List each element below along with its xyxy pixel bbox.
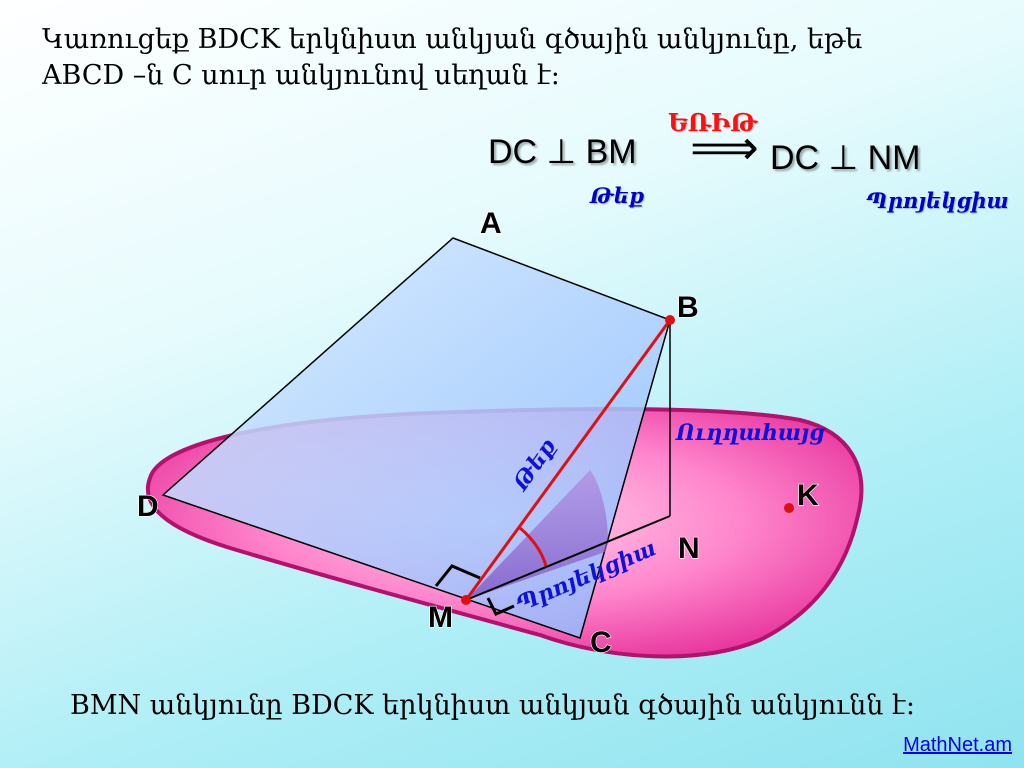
problem-line-2: ABCD –ն C սուր անկյունով սեղան է: xyxy=(42,60,560,91)
dihedral-wedge xyxy=(466,470,608,600)
label-k: K xyxy=(797,479,819,512)
label-a: A xyxy=(480,207,502,240)
projection-caption: Պրոյեկցիա xyxy=(866,188,1009,213)
problem-line-1: Կառուցեք BDCK երկնիստ անկյան գծային անկյ… xyxy=(42,24,863,55)
conclusion-text: BMN անկյունը BDCK երկնիստ անկյան գծային … xyxy=(70,690,915,721)
slant-caption: Թեք xyxy=(590,183,645,208)
plane-label: Ուղղահայց xyxy=(675,420,826,446)
label-d: D xyxy=(137,490,159,523)
point-b xyxy=(665,315,675,325)
segment-mn xyxy=(465,515,671,601)
label-b: B xyxy=(677,291,699,324)
angle-arc-bmn xyxy=(519,526,548,567)
theorem-label: ԵՌԻԹ xyxy=(668,108,758,137)
point-m xyxy=(461,595,471,605)
label-c: C xyxy=(590,626,612,659)
label-m: M xyxy=(428,601,453,634)
implies-arrow-icon: ⟹ xyxy=(690,122,759,175)
formula-right: DC ⊥ NM xyxy=(770,139,921,177)
right-angle-mark-2 xyxy=(486,597,515,616)
problem-statement: Կառուցեք BDCK երկնիստ անկյան գծային անկյ… xyxy=(42,22,992,94)
footer-link[interactable]: MathNet.am xyxy=(903,734,1012,756)
right-angle-mark-1 xyxy=(434,564,481,587)
label-n: N xyxy=(678,532,700,565)
formula-left: DC ⊥ BM xyxy=(488,133,637,171)
segment-bm xyxy=(464,319,672,601)
point-k xyxy=(784,503,794,513)
